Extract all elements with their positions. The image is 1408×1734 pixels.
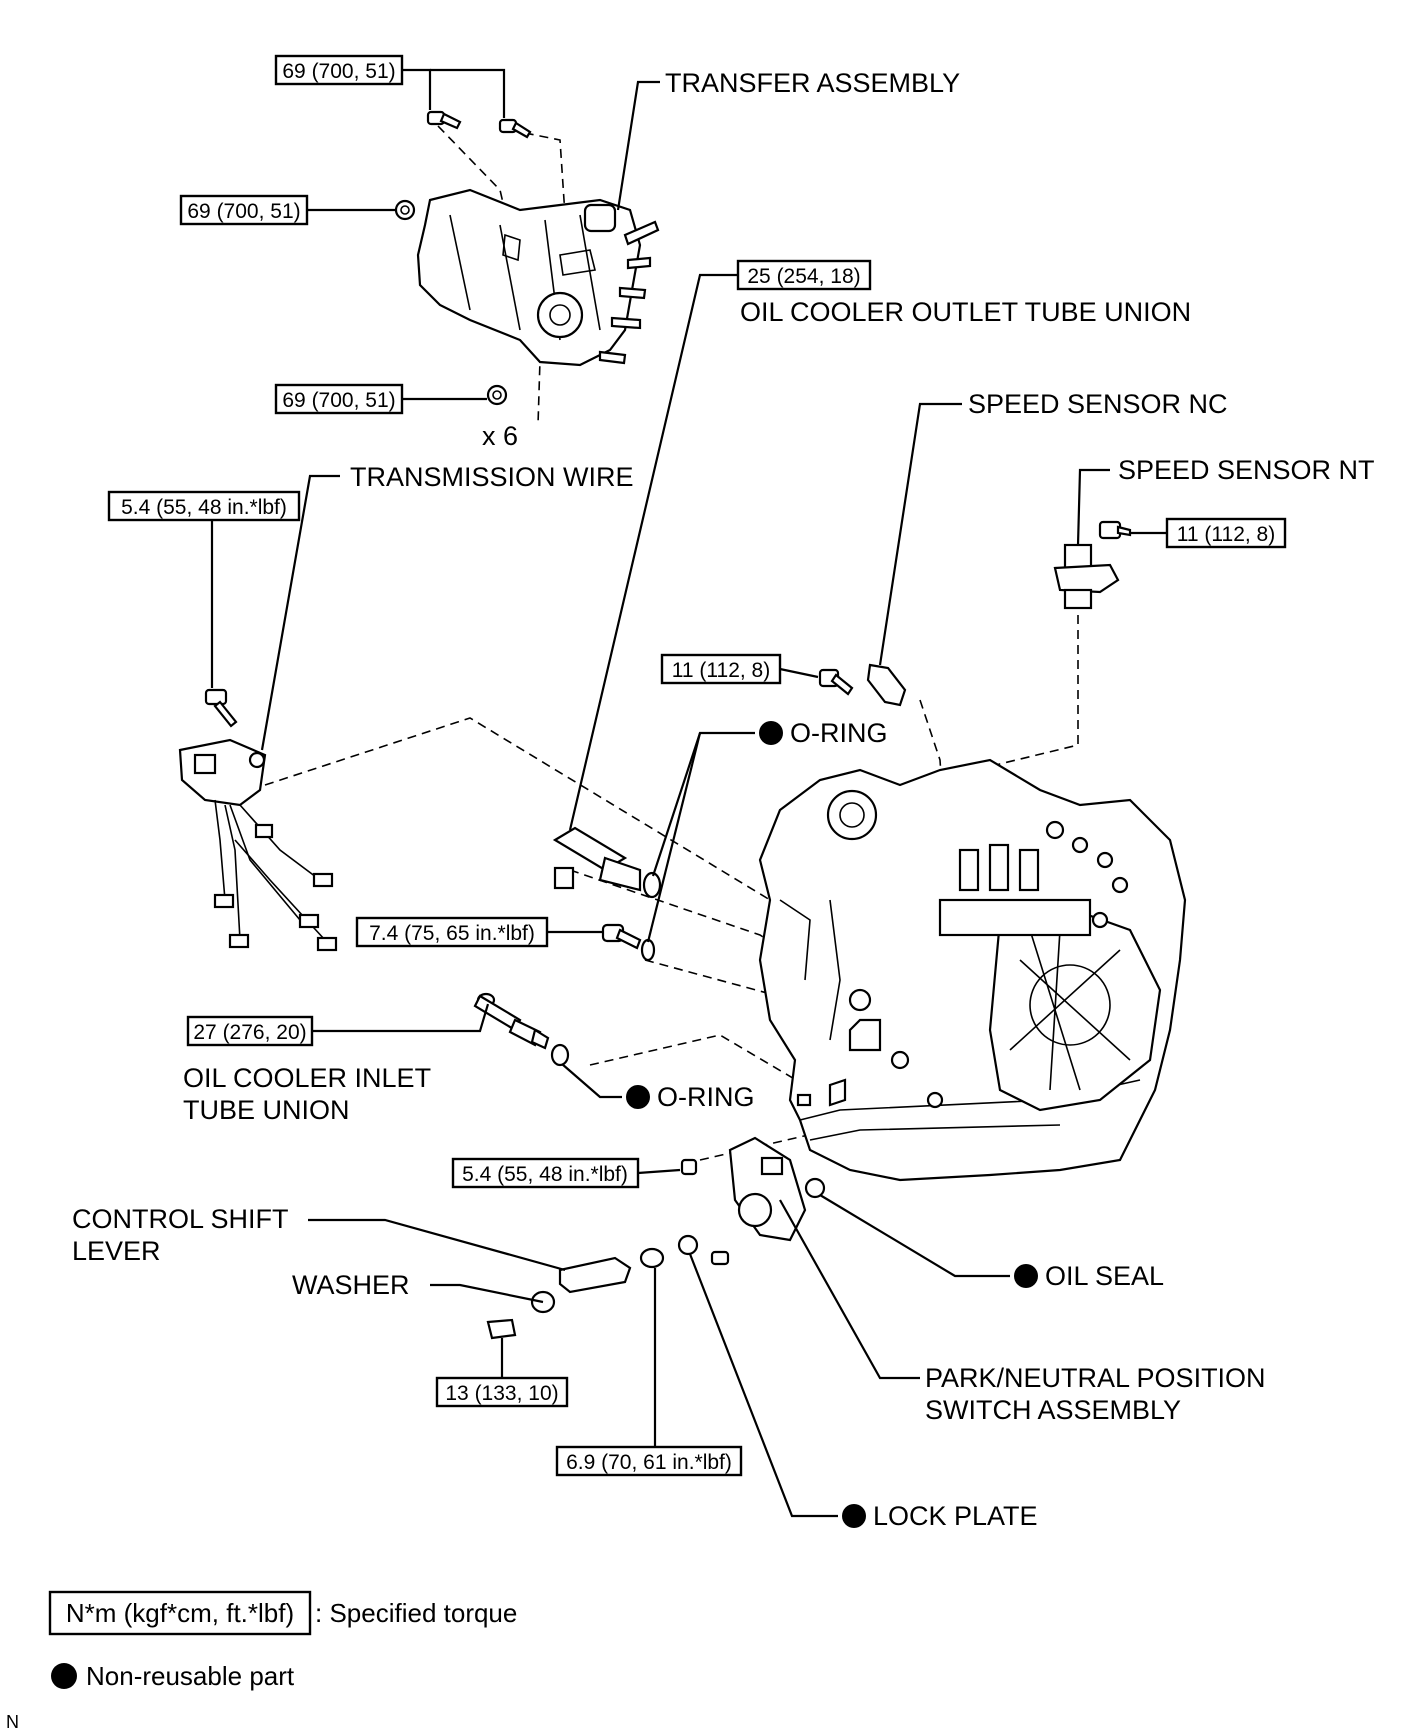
- label-quantity: x 6: [482, 421, 518, 451]
- label-pnp-switch-2: SWITCH ASSEMBLY: [925, 1395, 1181, 1425]
- oil-cooler-outlet-union-drawing: [552, 826, 662, 899]
- label-lock-plate: LOCK PLATE: [873, 1501, 1038, 1531]
- torque-nut: 13 (133, 10): [435, 1376, 569, 1408]
- nonreusable-dot-oring-lower: [626, 1085, 650, 1109]
- svg-text:6.9 (70, 61 in.*lbf): 6.9 (70, 61 in.*lbf): [566, 1451, 732, 1474]
- oil-cooler-inlet-union-drawing: [473, 992, 550, 1050]
- torque-transfer-bot: 69 (700, 51): [274, 383, 404, 415]
- svg-text:N*m (kgf*cm, ft.*lbf): N*m (kgf*cm, ft.*lbf): [66, 1598, 294, 1628]
- label-oil-cooler-inlet-1: OIL COOLER INLET: [183, 1063, 431, 1093]
- label-oil-cooler-outlet: OIL COOLER OUTLET TUBE UNION: [740, 297, 1191, 327]
- label-oil-seal: OIL SEAL: [1045, 1261, 1164, 1291]
- label-o-ring-upper: O-RING: [790, 718, 888, 748]
- torque-lever-nut: 6.9 (70, 61 in.*lbf): [555, 1445, 743, 1477]
- label-pnp-switch-1: PARK/NEUTRAL POSITION: [925, 1363, 1266, 1393]
- svg-text:7.4 (75, 65 in.*lbf): 7.4 (75, 65 in.*lbf): [369, 922, 535, 945]
- svg-text:: Specified torque: : Specified torque: [315, 1598, 517, 1628]
- label-speed-sensor-nc: SPEED SENSOR NC: [968, 389, 1228, 419]
- shift-parts-drawing: [486, 1158, 826, 1340]
- nonreusable-dot-lock-plate: [842, 1504, 866, 1528]
- label-speed-sensor-nt: SPEED SENSOR NT: [1118, 455, 1375, 485]
- svg-text:11 (112, 8): 11 (112, 8): [672, 659, 770, 682]
- corner-mark: N: [6, 1712, 19, 1732]
- torque-outlet-union: 25 (254, 18): [736, 259, 872, 291]
- speed-sensor-nc-drawing: [818, 663, 907, 707]
- torque-transfer-mid: 69 (700, 51): [179, 194, 309, 226]
- label-o-ring-lower: O-RING: [657, 1082, 755, 1112]
- label-control-shift-1: CONTROL SHIFT: [72, 1204, 289, 1234]
- nonreusable-dot-oil-seal: [1014, 1264, 1038, 1288]
- torque-pnp-bolt: 5.4 (55, 48 in.*lbf): [451, 1157, 640, 1189]
- svg-text:27 (276, 20): 27 (276, 20): [193, 1021, 306, 1044]
- svg-text:5.4 (55, 48 in.*lbf): 5.4 (55, 48 in.*lbf): [121, 496, 287, 519]
- legend-torque: N*m (kgf*cm, ft.*lbf) : Specified torque: [48, 1590, 517, 1636]
- label-control-shift-2: LEVER: [72, 1236, 161, 1266]
- torque-oil-bolt: 7.4 (75, 65 in.*lbf): [355, 916, 549, 948]
- torque-speed-sensor-nc: 11 (112, 8): [660, 653, 782, 685]
- torque-inlet-union: 27 (276, 20): [186, 1015, 314, 1047]
- torque-callouts: 69 (700, 51) 69 (700, 51) 69 (700, 51) 2…: [107, 54, 1287, 1477]
- transmission-wire-drawing: [178, 688, 338, 952]
- svg-text:69 (700, 51): 69 (700, 51): [282, 389, 395, 412]
- bolt-and-orings-drawing: [550, 923, 656, 1067]
- label-transmission-wire: TRANSMISSION WIRE: [350, 462, 634, 492]
- torque-transfer-top: 69 (700, 51): [274, 54, 404, 86]
- transfer-bolts: [394, 110, 532, 406]
- nonreusable-dot-oring-upper: [759, 721, 783, 745]
- svg-text:13 (133, 10): 13 (133, 10): [445, 1382, 558, 1405]
- svg-text:69 (700, 51): 69 (700, 51): [282, 60, 395, 83]
- transfer-studs: [598, 220, 660, 365]
- svg-text:Non-reusable part: Non-reusable part: [86, 1661, 295, 1691]
- speed-sensor-nt-drawing: [1053, 520, 1132, 610]
- part-labels: TRANSFER ASSEMBLY OIL COOLER OUTLET TUBE…: [72, 68, 1375, 1531]
- nonreusable-dot-legend: [51, 1663, 77, 1689]
- label-transfer-assembly: TRANSFER ASSEMBLY: [665, 68, 960, 98]
- transmission-case-drawing: [758, 758, 1187, 1182]
- svg-text:25 (254, 18): 25 (254, 18): [747, 265, 860, 288]
- torque-speed-sensor-nt: 11 (112, 8): [1165, 517, 1287, 549]
- park-neutral-switch-drawing: [728, 1136, 807, 1242]
- legend-nonreusable: Non-reusable part: [51, 1661, 295, 1691]
- label-washer: WASHER: [292, 1270, 410, 1300]
- legend: N*m (kgf*cm, ft.*lbf) : Specified torque…: [6, 1590, 517, 1732]
- leader-lines: [210, 68, 1167, 1518]
- transfer-assembly-drawing: [394, 110, 660, 406]
- label-oil-cooler-inlet-2: TUBE UNION: [183, 1095, 350, 1125]
- svg-text:5.4 (55, 48 in.*lbf): 5.4 (55, 48 in.*lbf): [462, 1163, 628, 1186]
- svg-text:11 (112, 8): 11 (112, 8): [1177, 523, 1275, 546]
- torque-transmission-wire: 5.4 (55, 48 in.*lbf): [107, 490, 301, 522]
- svg-text:69 (700, 51): 69 (700, 51): [187, 200, 300, 223]
